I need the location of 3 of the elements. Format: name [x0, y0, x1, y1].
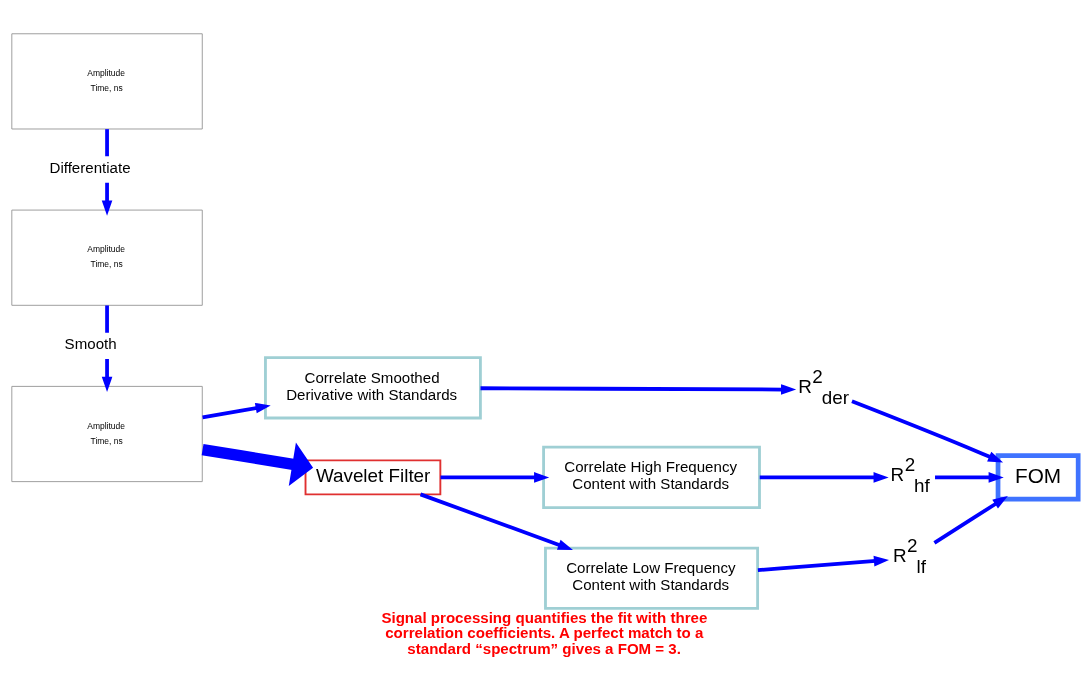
- caption: Signal processing quantifies the fit with three correlation coefficients. A perfect match to a standard “spectrum” gives a FOM = 3.: [381, 608, 708, 656]
- edge-label: Differentiate: [49, 158, 131, 176]
- edge-label: Smooth: [64, 334, 117, 352]
